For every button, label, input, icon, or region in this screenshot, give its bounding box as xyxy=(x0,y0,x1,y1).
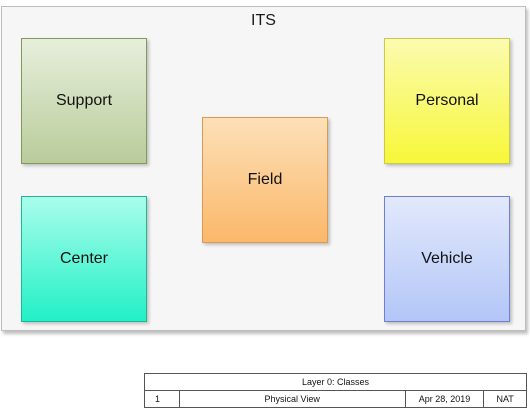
legend-table: Layer 0: Classes 1 Physical View Apr 28,… xyxy=(144,373,527,408)
its-diagram-frame: ITS Support Personal Field Center Vehicl… xyxy=(1,6,526,331)
legend-number: 1 xyxy=(144,390,180,408)
legend-title: Layer 0: Classes xyxy=(144,373,527,391)
legend-date: Apr 28, 2019 xyxy=(404,390,485,408)
diagram-title: ITS xyxy=(251,12,276,29)
node-vehicle[interactable]: Vehicle xyxy=(384,196,510,322)
legend-code: NAT xyxy=(483,390,527,408)
node-center-label: Center xyxy=(59,250,109,267)
node-field[interactable]: Field xyxy=(202,117,328,243)
node-personal[interactable]: Personal xyxy=(384,38,510,164)
node-support-label: Support xyxy=(55,92,113,109)
node-vehicle-label: Vehicle xyxy=(421,250,473,267)
node-field-label: Field xyxy=(247,171,283,188)
node-support[interactable]: Support xyxy=(21,38,147,164)
legend-view: Physical View xyxy=(178,390,406,408)
legend-title-row: Layer 0: Classes xyxy=(144,373,527,391)
legend-info-row: 1 Physical View Apr 28, 2019 NAT xyxy=(144,390,527,408)
node-personal-label: Personal xyxy=(415,92,479,109)
node-center[interactable]: Center xyxy=(21,196,147,322)
